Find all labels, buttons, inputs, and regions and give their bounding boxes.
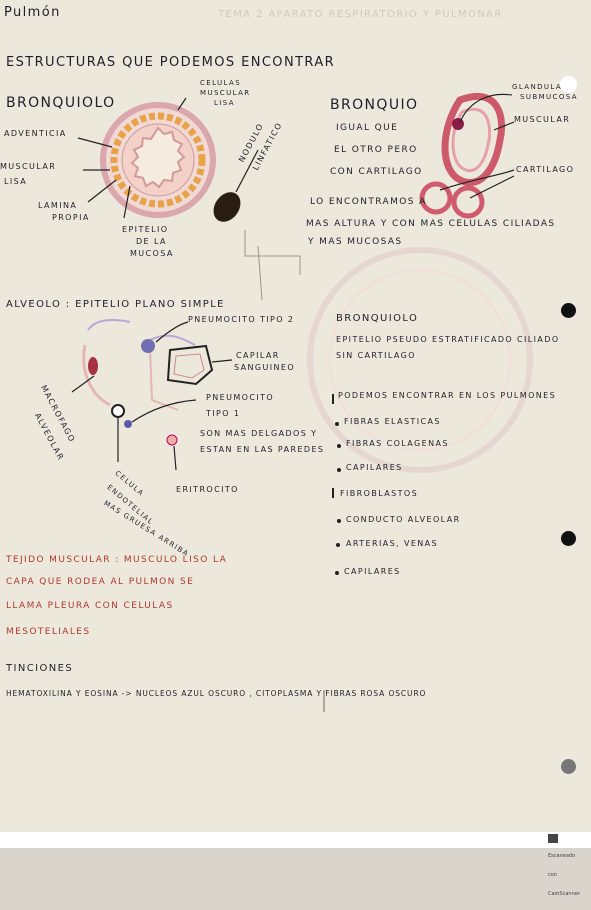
label-adventicia: Adventicia: [4, 129, 67, 138]
camscanner-icon: [548, 834, 558, 843]
punch-hole: [561, 759, 576, 774]
punch-hole: [561, 531, 576, 546]
bronquio-heading: Bronquio: [330, 97, 419, 113]
label-celulas-muscular: muscular: [200, 89, 251, 97]
label-pneumocito-1: Pneumocito: [206, 393, 275, 402]
pulmones-item: Fibroblastos: [340, 489, 419, 498]
tejido-line-1: Tejido muscular : musculo liso la: [6, 555, 228, 565]
label-submucosa: submucosa: [520, 93, 578, 101]
stamp-text: Escaneado con CamScanner: [548, 853, 580, 897]
bronquiolo-diagram: [100, 102, 216, 218]
label-propia: propia: [52, 213, 90, 222]
ghost-circle: [328, 268, 512, 452]
label-lamina: Lamina: [38, 201, 78, 210]
alveolo-note-2: estan en las paredes: [200, 445, 325, 454]
bronquio-line-3: con cartilago: [330, 167, 423, 177]
alveolo-note-1: Son mas delgados y: [200, 429, 318, 438]
nodulo-linfatico: [213, 192, 241, 222]
alveolo-diagram: [82, 319, 214, 446]
label-celulas: Celulas: [200, 79, 242, 87]
label-glandula: Glandula: [512, 83, 563, 91]
drawings-layer: [71, 92, 533, 712]
bronquiolo-note-heading: Bronquiolo: [336, 313, 419, 324]
notebook-page: [0, 0, 591, 832]
label-eritrocito: Eritrocito: [176, 485, 239, 494]
tejido-line-4: mesoteliales: [6, 627, 91, 637]
bronquiolo-heading: Bronquiolo: [6, 95, 116, 111]
bronquiolo-note-line-1: Epitelio pseudo estratificado ciliado: [336, 335, 560, 344]
bronquio-note-3: y mas mucosas: [308, 237, 403, 247]
label-capilar: Capilar: [236, 351, 280, 360]
label-cartilago: Cartilago: [516, 165, 575, 174]
label-tipo-1: tipo 1: [206, 409, 241, 418]
pulmones-item: Fibras colagenas: [346, 439, 449, 448]
label-muscular: Muscular: [0, 162, 57, 171]
pulmones-item: Capilares: [346, 463, 403, 472]
bronquiolo-pointers: [77, 97, 259, 219]
pulmones-item: Capilares: [344, 567, 401, 576]
label-sanguineo: sanguineo: [234, 363, 296, 372]
punch-hole: [560, 76, 577, 93]
bronquiolo-note-line-2: sin cartilago: [336, 351, 416, 360]
intro-line: Estructuras que podemos encontrar: [6, 55, 336, 70]
label-pneumocito-2: Pneumocito tipo 2: [188, 315, 295, 324]
label-mucosa: mucosa: [130, 249, 174, 258]
bronquio-line-2: el otro pero: [334, 145, 418, 155]
tejido-line-2: capa que rodea al pulmon se: [6, 577, 195, 587]
pulmones-item: Fibras elasticas: [344, 417, 441, 426]
page-title: Pulmón: [4, 5, 61, 20]
punch-hole: [561, 303, 576, 318]
pulmones-item: Arterias, venas: [346, 539, 439, 548]
pulmones-item: Conducto alveolar: [346, 515, 461, 524]
label-muscular-bronquio: Muscular: [514, 115, 571, 124]
bronquio-line-1: Igual que: [336, 123, 399, 133]
camscanner-logo: Escaneado con CamScanner: [548, 834, 580, 897]
pulmones-heading: Podemos encontrar en los pulmones: [338, 391, 557, 400]
bronquio-pointers: [439, 93, 515, 199]
list-bullets: [332, 394, 341, 575]
label-de-la: de la: [136, 237, 167, 246]
tinciones-heading: Tinciones: [6, 663, 74, 674]
connector-lines: [244, 230, 301, 301]
bronquio-note-2: mas altura y con mas celulas ciliadas: [306, 219, 556, 229]
label-epitelio: Epitelio: [122, 225, 169, 234]
label-lisa: lisa: [4, 177, 28, 186]
bronquio-note-1: lo encontramos a: [310, 197, 427, 207]
alveolo-pointers: [71, 321, 233, 471]
alveolo-heading: Alveolo : Epitelio plano simple: [6, 299, 225, 310]
tinciones-line: Hematoxilina y eosina -> nucleos azul os…: [6, 689, 427, 698]
tejido-line-3: llama pleura con celulas: [6, 601, 174, 611]
scan-margin: [0, 832, 591, 848]
ghost-circle: [307, 247, 533, 473]
ghost-header: Tema 2 Aparato respiratorio y pulmonar: [218, 9, 503, 20]
label-celulas-lisa: lisa: [214, 99, 235, 107]
bronquio-diagram: [419, 92, 506, 219]
